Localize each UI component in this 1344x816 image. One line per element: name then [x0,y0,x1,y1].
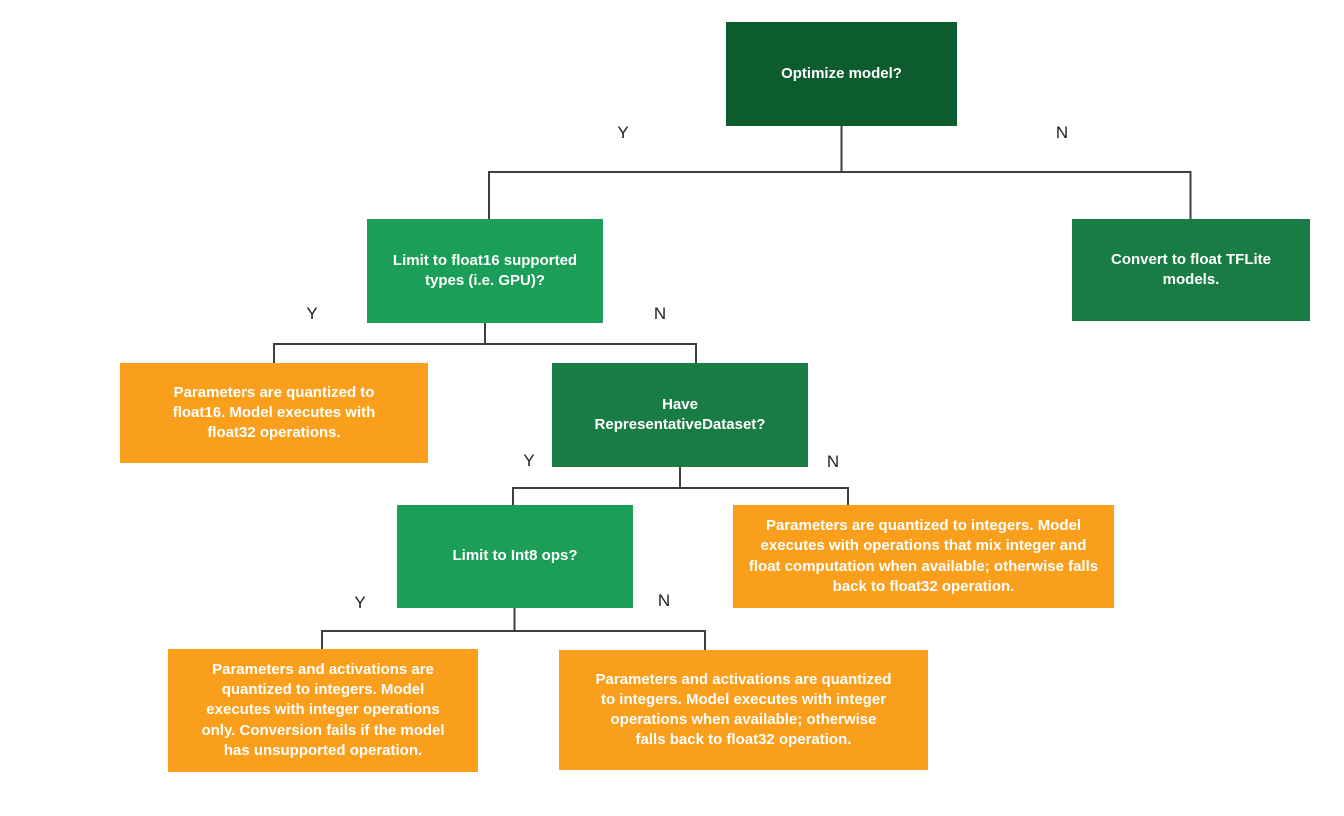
edge-label-optimize-no: N [1055,123,1069,142]
edge-label-float16-yes: Y [306,304,318,323]
node-limit-int8-ops: Limit to Int8 ops? [397,505,633,608]
node-optimize-model: Optimize model? [726,22,957,126]
node-result-integer-only-label: Parameters and activations are quantized… [201,660,445,759]
node-result-integer-with-fallback-label: Parameters and activations are quantized… [595,670,892,749]
node-limit-float16: Limit to float16 supported types (i.e. G… [367,219,603,323]
node-convert-float-tflite-label: Convert to float TFLite models. [1111,250,1271,288]
node-optimize-model-label: Optimize model? [781,64,902,82]
edge-label-dataset-yes: Y [523,451,535,470]
node-convert-float-tflite: Convert to float TFLite models. [1072,219,1310,321]
edge-label-float16-no: N [653,304,667,323]
edge-label-int8-no: N [657,591,671,610]
node-result-float16-quantized-label: Parameters are quantized to float16. Mod… [172,383,376,442]
edge-label-dataset-no: N [826,452,840,471]
node-limit-float16-label: Limit to float16 supported types (i.e. G… [392,251,578,289]
node-have-representative-dataset-label: Have RepresentativeDataset? [594,395,766,433]
edge-label-optimize-yes: Y [617,123,629,142]
connector-have-dataset-to-children [512,466,849,506]
node-result-integer-with-fallback: Parameters and activations are quantized… [559,650,928,770]
node-result-mixed-integer-float-label: Parameters are quantized to integers. Mo… [748,517,1099,595]
node-result-integer-only: Parameters and activations are quantized… [168,649,478,772]
node-result-mixed-integer-float: Parameters are quantized to integers. Mo… [733,505,1114,608]
edge-label-int8-yes: Y [354,593,366,612]
connector-float16-to-children [273,322,697,364]
connector-int8-to-children [321,607,706,651]
connector-optimize-to-children [488,125,1192,220]
node-result-float16-quantized: Parameters are quantized to float16. Mod… [120,363,428,463]
node-limit-int8-ops-label: Limit to Int8 ops? [452,547,578,565]
node-have-representative-dataset: Have RepresentativeDataset? [552,363,808,467]
